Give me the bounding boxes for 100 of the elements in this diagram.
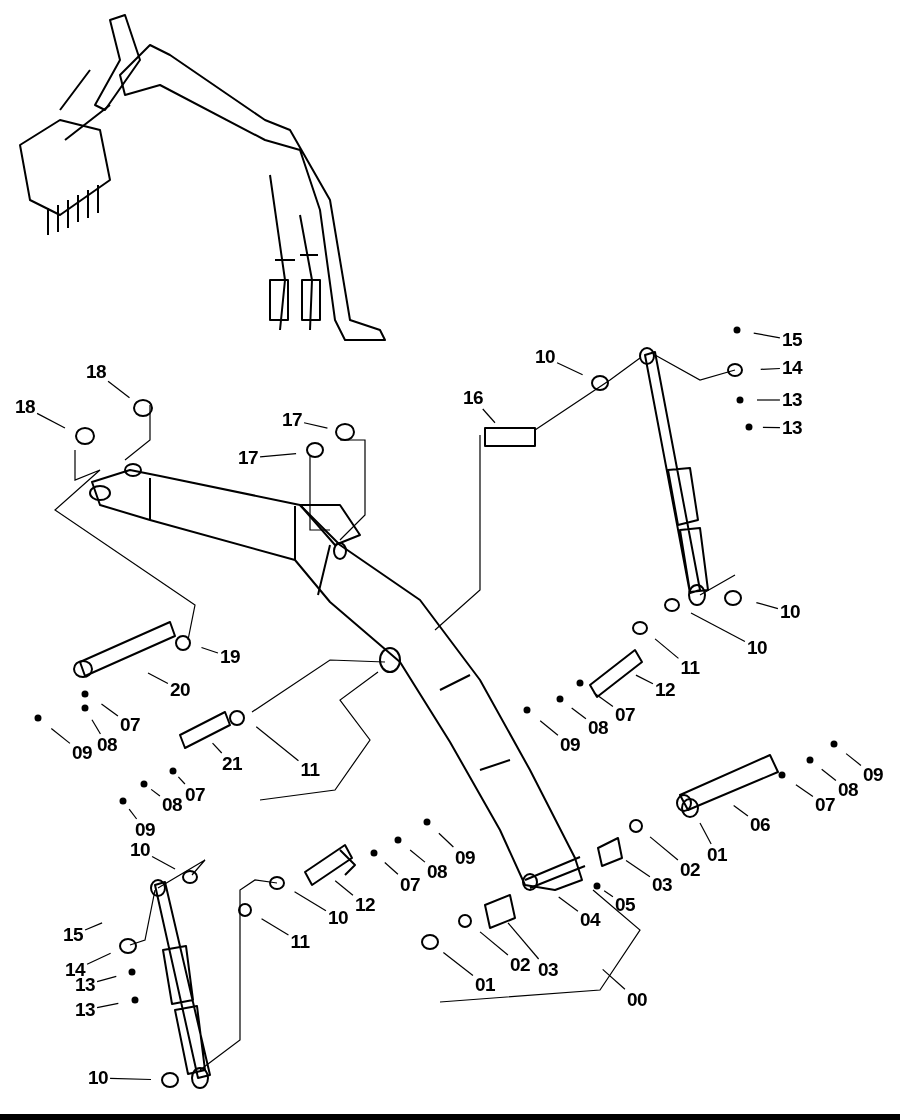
leader-line — [539, 720, 559, 736]
callout-number: 02 — [679, 860, 701, 880]
leader-line — [128, 808, 138, 820]
callout-number: 08 — [161, 795, 183, 815]
callout-number: 07 — [184, 785, 206, 805]
leader-line — [821, 768, 837, 782]
callout-number: 10 — [87, 1068, 109, 1088]
callout-number: 18 — [85, 362, 107, 382]
leader-line — [84, 922, 103, 931]
callout-number: 09 — [454, 848, 476, 868]
leader-line — [699, 822, 712, 845]
callout-number: 20 — [169, 680, 191, 700]
leader-line — [795, 784, 814, 798]
leader-line — [845, 753, 862, 766]
leader-line — [36, 412, 66, 429]
callout-number: 18 — [14, 397, 36, 417]
callout-number: 09 — [862, 765, 884, 785]
leader-line — [690, 612, 746, 643]
leader-line — [255, 726, 300, 762]
leader-line — [259, 452, 297, 458]
callout-number: 01 — [706, 845, 728, 865]
leader-line — [593, 692, 614, 707]
callout-number: 09 — [71, 743, 93, 763]
leader-line — [635, 674, 654, 685]
callout-number: 03 — [537, 960, 559, 980]
leader-line — [211, 742, 223, 754]
callout-number: 08 — [96, 735, 118, 755]
leader-line — [151, 855, 176, 870]
leader-line — [602, 968, 626, 990]
callout-number: 11 — [300, 760, 320, 780]
callout-number: 10 — [327, 908, 349, 928]
callout-number: 16 — [462, 388, 484, 408]
leader-line — [107, 380, 131, 399]
callout-number: 09 — [134, 820, 156, 840]
callout-number: 07 — [399, 875, 421, 895]
leader-line — [625, 859, 651, 878]
callout-number: 07 — [814, 795, 836, 815]
leader-line — [762, 426, 781, 429]
leader-line — [571, 707, 587, 720]
callout-number: 21 — [221, 754, 243, 774]
callout-number: 10 — [129, 840, 151, 860]
leader-line — [96, 975, 117, 983]
callout-number: 13 — [781, 418, 803, 438]
leader-line — [100, 703, 119, 717]
callout-number: 04 — [579, 910, 601, 930]
callout-number: 10 — [779, 602, 801, 622]
leader-line — [760, 367, 781, 370]
callout-number: 02 — [509, 955, 531, 975]
leader-line — [649, 836, 679, 861]
leader-line — [438, 832, 454, 848]
leader-line — [384, 861, 399, 875]
callout-number: 19 — [219, 647, 241, 667]
leader-line — [733, 805, 749, 817]
leader-line — [86, 952, 112, 965]
leader-line — [753, 332, 781, 339]
callout-number: 11 — [680, 658, 700, 678]
callout-number: 07 — [119, 715, 141, 735]
leader-line — [96, 1002, 119, 1009]
callout-number: 13 — [781, 390, 803, 410]
callout-number: 10 — [746, 638, 768, 658]
leader-line — [147, 672, 169, 685]
callout-number: 17 — [281, 410, 303, 430]
leader-line — [177, 776, 186, 785]
callout-number: 12 — [654, 680, 676, 700]
callout-number: 06 — [749, 815, 771, 835]
leader-line — [756, 399, 781, 401]
callout-number: 12 — [354, 895, 376, 915]
callout-number: 11 — [290, 932, 310, 952]
leader-line — [91, 719, 102, 735]
leader-line — [200, 646, 219, 654]
leader-line — [654, 638, 680, 659]
callout-number: 08 — [587, 718, 609, 738]
callout-number: 08 — [426, 862, 448, 882]
leader-line — [482, 408, 496, 424]
leader-line — [558, 896, 579, 912]
leader-line — [755, 602, 779, 610]
leader-line — [109, 1077, 152, 1081]
callout-number: 00 — [626, 990, 648, 1010]
leader-line — [260, 918, 290, 936]
leader-line — [603, 890, 614, 898]
leader-line — [50, 728, 71, 744]
leader-line — [303, 422, 329, 429]
callout-number: 07 — [614, 705, 636, 725]
callout-number: 05 — [614, 895, 636, 915]
leader-line — [442, 951, 474, 977]
callout-number: 15 — [781, 330, 803, 350]
leader-line — [409, 849, 426, 863]
leader-line — [556, 362, 584, 376]
leader-line — [479, 931, 509, 956]
leader-line — [293, 891, 327, 912]
callout-number: 09 — [559, 735, 581, 755]
callout-number: 17 — [237, 448, 259, 468]
callout-number: 13 — [74, 975, 96, 995]
callout-number: 14 — [781, 358, 803, 378]
callout-number: 08 — [837, 780, 859, 800]
leader-line — [334, 880, 354, 896]
leader-line — [507, 922, 540, 960]
callout-number: 15 — [62, 925, 84, 945]
callout-number: 13 — [74, 1000, 96, 1020]
leader-line — [150, 788, 161, 797]
